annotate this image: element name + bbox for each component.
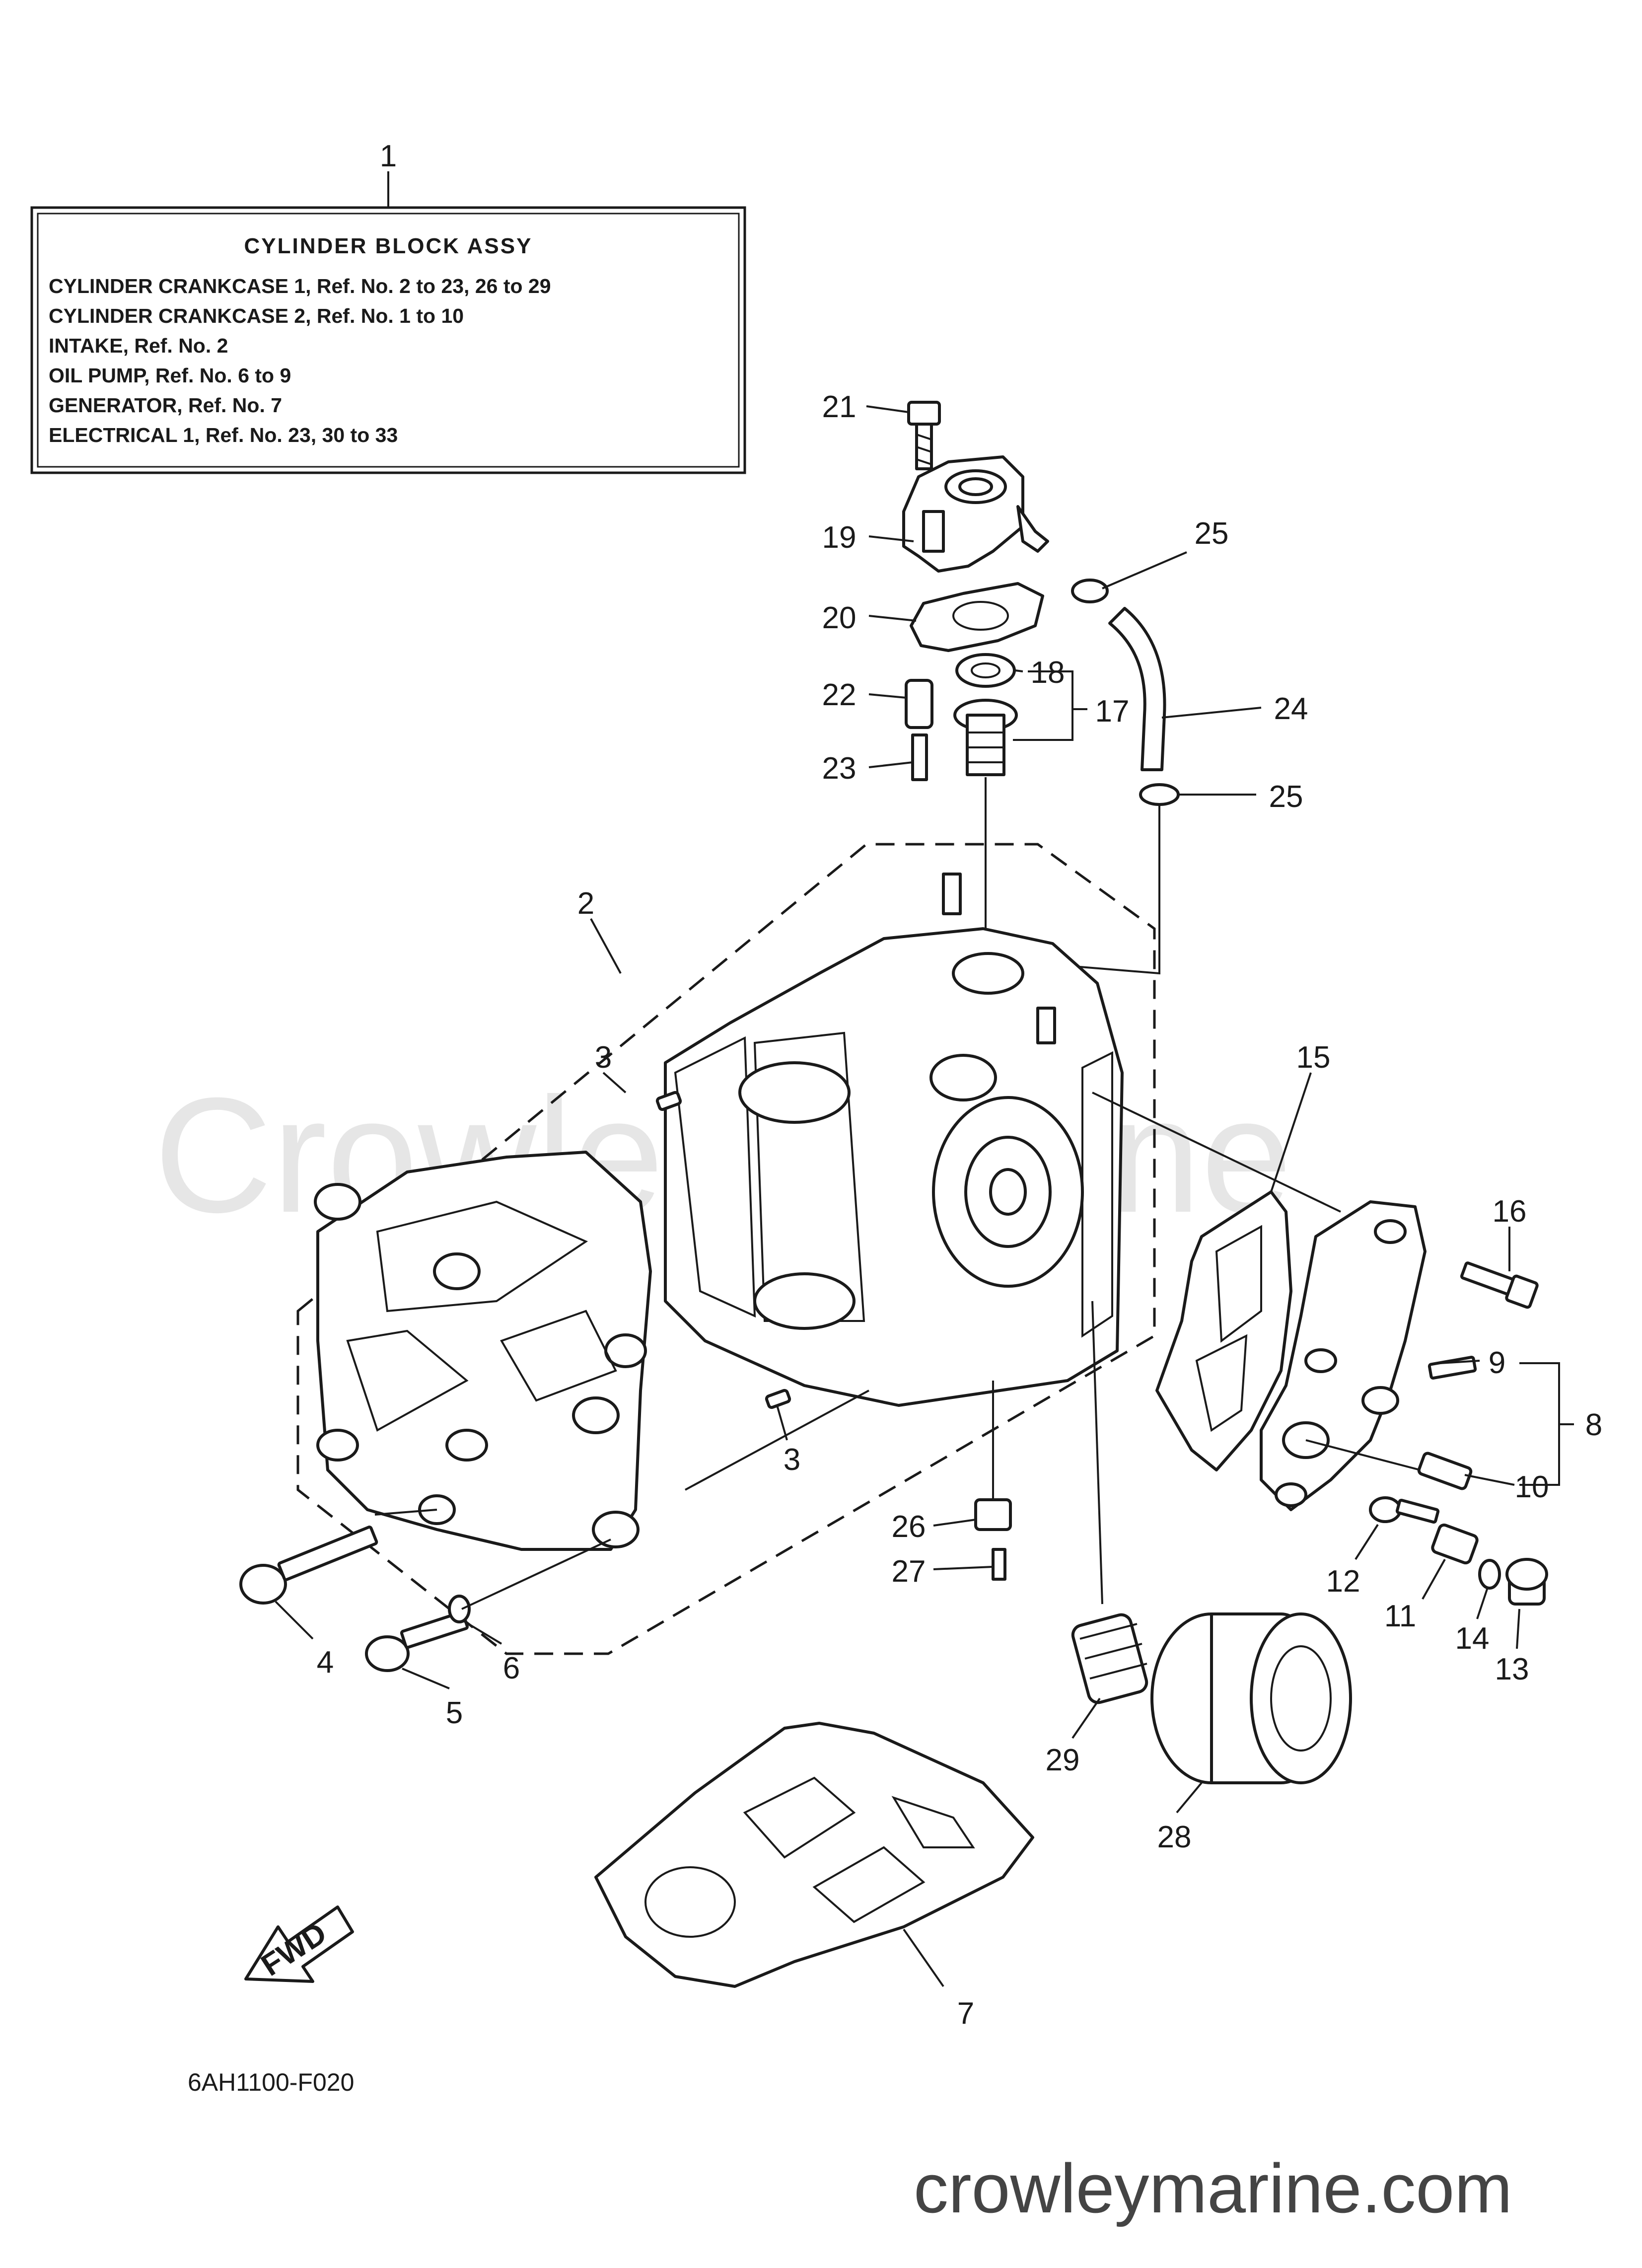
callout-7: 7 (957, 1996, 974, 2031)
callout-10: 10 (1515, 1470, 1549, 1504)
footer-site-text: crowleymarine.com (914, 2149, 1512, 2227)
callout-14: 14 (1455, 1621, 1490, 1656)
callout-11: 11 (1384, 1599, 1416, 1633)
gasket-15 (1155, 1190, 1292, 1471)
callout-23: 23 (822, 751, 857, 786)
callout-18: 18 (1031, 656, 1065, 690)
gasket-15-hole (1195, 1334, 1248, 1432)
screw-27 (992, 1548, 1006, 1581)
gasket-7 (594, 1722, 1034, 1988)
seal-18-hole (971, 662, 1000, 678)
callout-9: 9 (1489, 1346, 1505, 1380)
callout-16: 16 (1493, 1194, 1527, 1229)
bolt-21 (907, 401, 941, 470)
callout-27: 27 (892, 1554, 926, 1589)
callout-25: 25 (1195, 516, 1229, 551)
legend-title: CYLINDER BLOCK ASSY (244, 234, 533, 258)
crankcase-cover (314, 1151, 652, 1551)
legend-line: OIL PUMP, Ref. No. 6 to 9 (49, 364, 291, 387)
callout-6: 6 (503, 1651, 520, 1685)
oil-filter-28 (1150, 1612, 1352, 1784)
legend-line: ELECTRICAL 1, Ref. No. 23, 30 to 33 (49, 424, 398, 446)
dowel-pin-3 (655, 1091, 682, 1111)
collar-11 (1431, 1523, 1479, 1565)
plug-13 (1505, 1558, 1548, 1606)
gasket-7-hole (812, 1846, 926, 1923)
callout-12: 12 (1326, 1564, 1360, 1599)
gasket-7-hole (891, 1796, 975, 1848)
callout-2: 2 (577, 886, 594, 921)
callout-22: 22 (822, 678, 857, 712)
washer-6 (448, 1595, 471, 1623)
callout-4: 4 (317, 1645, 334, 1680)
gasket-20 (910, 582, 1044, 652)
callout-5: 5 (446, 1696, 463, 1730)
callout-3: 3 (784, 1443, 800, 1477)
gasket-7-hole (644, 1866, 736, 1938)
dowel-pin-3 (765, 1389, 791, 1409)
fwd-arrow-icon: FWD (244, 1905, 354, 1983)
leader-lines (275, 405, 1574, 1987)
callout-19: 19 (822, 520, 857, 555)
callout-3: 3 (595, 1040, 612, 1075)
fitting-10 (1417, 1452, 1473, 1490)
callout-25: 25 (1269, 780, 1303, 814)
callouts: 21 25 19 20 18 17 22 24 23 25 2 3 15 16 … (317, 390, 1602, 2031)
callout-8: 8 (1585, 1408, 1602, 1442)
diagram-code: 6AH1100-F020 (188, 2068, 354, 2096)
seal-18 (955, 653, 1016, 688)
callout-1: 1 (380, 139, 397, 173)
callout-29: 29 (1046, 1743, 1080, 1777)
water-cover-19 (902, 455, 1049, 573)
legend-line: CYLINDER CRANKCASE 1, Ref. No. 2 to 23, … (49, 275, 551, 297)
callout-17: 17 (1095, 694, 1130, 729)
bolt-4 (239, 1526, 378, 1605)
thermostat-17 (953, 699, 1018, 776)
hose-24 (1108, 607, 1166, 771)
callout-15: 15 (1296, 1040, 1331, 1075)
callout-28: 28 (1157, 1820, 1192, 1854)
oring-14 (1478, 1559, 1501, 1590)
fitting-29 (1071, 1613, 1148, 1704)
callout-13: 13 (1495, 1652, 1529, 1686)
gasket-15-hole (1215, 1225, 1262, 1343)
bolt-9 (1428, 1356, 1477, 1380)
clamp-25 (1071, 579, 1109, 603)
gasket-7-hole (743, 1776, 856, 1859)
anode-26 (974, 1498, 1012, 1531)
legend-line: GENERATOR, Ref. No. 7 (49, 394, 282, 417)
clamp-25 (1139, 783, 1180, 806)
callout-20: 20 (822, 601, 857, 635)
callout-21: 21 (822, 390, 857, 424)
bolt-16 (1460, 1261, 1539, 1309)
callout-24: 24 (1274, 692, 1308, 726)
legend-line: CYLINDER CRANKCASE 2, Ref. No. 1 to 10 (49, 304, 464, 327)
gasket-20-hole (952, 601, 1009, 631)
collar-22 (905, 679, 933, 729)
crankcase-body (664, 873, 1124, 1407)
bolt-12 (1369, 1496, 1440, 1524)
legend-line: INTAKE, Ref. No. 2 (49, 334, 228, 357)
bolt-23 (911, 733, 928, 781)
bolt-5 (365, 1610, 469, 1672)
oil-pump-8 (1260, 1200, 1427, 1511)
legend-box: 1 CYLINDER BLOCK ASSY CYLINDER CRANKCASE… (30, 139, 746, 474)
callout-26: 26 (892, 1510, 926, 1544)
